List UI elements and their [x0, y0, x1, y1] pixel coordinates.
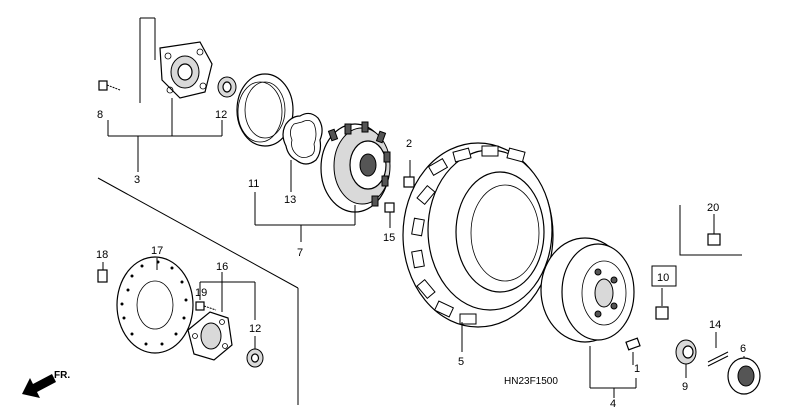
callout-10: 10	[657, 272, 669, 284]
o-ring-13	[282, 112, 323, 165]
callout-6: 6	[740, 343, 746, 355]
wheel-rim	[540, 237, 635, 343]
callout-18: 18	[96, 249, 108, 261]
callout-1: 1	[634, 363, 640, 375]
callout-12-bottom: 12	[249, 323, 261, 335]
callout-13: 13	[284, 194, 296, 206]
nut-10	[651, 265, 677, 320]
diagram-code: HN23F1500	[504, 376, 558, 387]
brake-drum-hub	[320, 121, 391, 213]
nut-2	[403, 160, 415, 188]
callout-8: 8	[97, 109, 103, 121]
valve-1	[625, 337, 641, 365]
callout-3: 3	[134, 174, 140, 186]
callout-15: 15	[383, 232, 395, 244]
rear-hub-16	[187, 311, 233, 361]
bolt-19	[195, 301, 217, 311]
callout-9: 9	[682, 381, 688, 393]
callout-2: 2	[406, 138, 412, 150]
hub-flange	[159, 41, 213, 99]
bolt-8	[98, 80, 121, 91]
bolt-18	[97, 262, 108, 283]
svg-text:FR.: FR.	[54, 370, 70, 381]
bearing-12-bottom	[246, 348, 264, 368]
callout-16: 16	[216, 261, 228, 273]
section-divider-line	[97, 177, 299, 289]
callout-5: 5	[458, 356, 464, 368]
nut-20	[707, 214, 721, 246]
tire-5	[402, 142, 554, 328]
callout-12-top: 12	[215, 109, 227, 121]
front-direction-arrow: FR.	[22, 370, 70, 398]
castle-nut-6	[727, 356, 761, 395]
cap-9	[675, 339, 697, 378]
bolt-15	[384, 202, 395, 228]
callout-17: 17	[151, 245, 163, 257]
part20-frame	[679, 205, 742, 256]
callout-19: 19	[195, 287, 207, 299]
brake-disc-17	[116, 256, 194, 354]
callout-20: 20	[707, 202, 719, 214]
callout-14: 14	[709, 319, 721, 331]
seal-ring	[236, 73, 294, 147]
callout-7: 7	[297, 247, 303, 259]
callout-11: 11	[248, 178, 259, 190]
bearing-12-top	[217, 76, 237, 98]
cotter-pin-14	[707, 332, 729, 367]
callout-4: 4	[610, 398, 616, 410]
